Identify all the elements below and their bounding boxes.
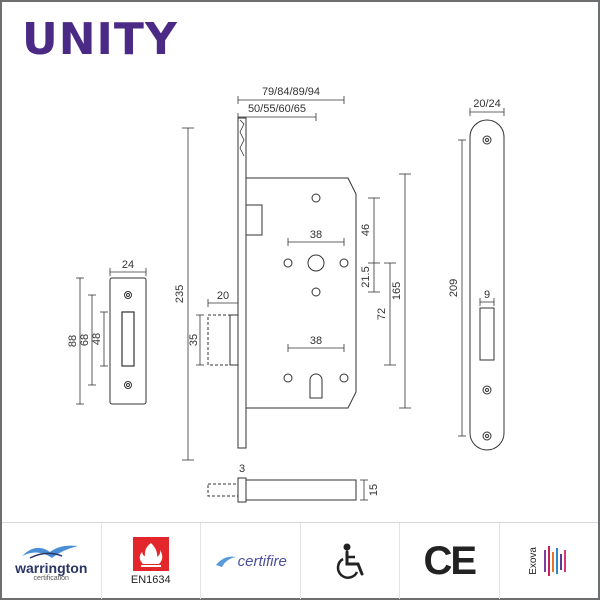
dim-follower-spacing: 21.5	[360, 266, 372, 287]
dim-strike-slot-height: 48	[91, 333, 103, 345]
strike-plate	[109, 277, 147, 405]
lock-case	[207, 117, 357, 449]
dim-latch-height: 35	[188, 334, 200, 346]
faceplate	[469, 119, 505, 451]
warrington-logo-icon	[22, 545, 79, 559]
dim-cylinder-width: 38	[310, 335, 322, 347]
fire-flame-icon	[132, 537, 169, 571]
en1634-badge: EN1634	[102, 523, 201, 599]
warrington-logo: warrington certification	[2, 523, 102, 599]
side-view	[207, 477, 357, 503]
dim-case-height: 165	[391, 282, 403, 300]
dim-backset: 50/55/60/65	[248, 103, 306, 115]
dim-faceplate-slot: 9	[484, 289, 490, 301]
dim-faceplate-width: 20/24	[473, 98, 501, 110]
dim-handle-to-top: 46	[360, 224, 372, 236]
dim-follower-width: 38	[310, 229, 322, 241]
dim-centres: 72	[376, 308, 388, 320]
dim-case-depth: 15	[368, 484, 380, 496]
dim-strike-width: 24	[122, 259, 134, 271]
ce-mark-icon: CE	[423, 538, 477, 583]
warrington-sub: certification	[33, 575, 69, 582]
dim-forend-thickness: 3	[239, 463, 245, 475]
accessibility-symbol	[301, 523, 400, 599]
wheelchair-icon	[336, 543, 364, 579]
certifire-logo: certifire	[201, 523, 301, 599]
en1634-label: EN1634	[130, 574, 171, 586]
dimension-lines	[76, 96, 505, 501]
dim-backset-total: 79/84/89/94	[262, 86, 320, 98]
dim-strike-hole-spacing: 68	[79, 334, 91, 346]
warrington-name: warrington	[15, 560, 88, 576]
certifire-logo-icon	[215, 556, 236, 567]
certifire-name: certifire	[237, 552, 287, 570]
dim-strike-height: 88	[67, 335, 79, 347]
certification-bar: warrington certification EN1634 certifir…	[2, 522, 598, 599]
brand-logo: UNITY	[22, 14, 178, 65]
dim-faceplate-height: 209	[448, 279, 460, 297]
exova-name: Exova	[528, 547, 540, 575]
dim-forend-height: 235	[174, 285, 186, 303]
ce-mark: CE	[400, 523, 500, 599]
dim-latch-projection: 20	[217, 290, 229, 302]
exova-logo: Exova	[500, 523, 599, 599]
exova-logo-icon	[544, 546, 567, 576]
